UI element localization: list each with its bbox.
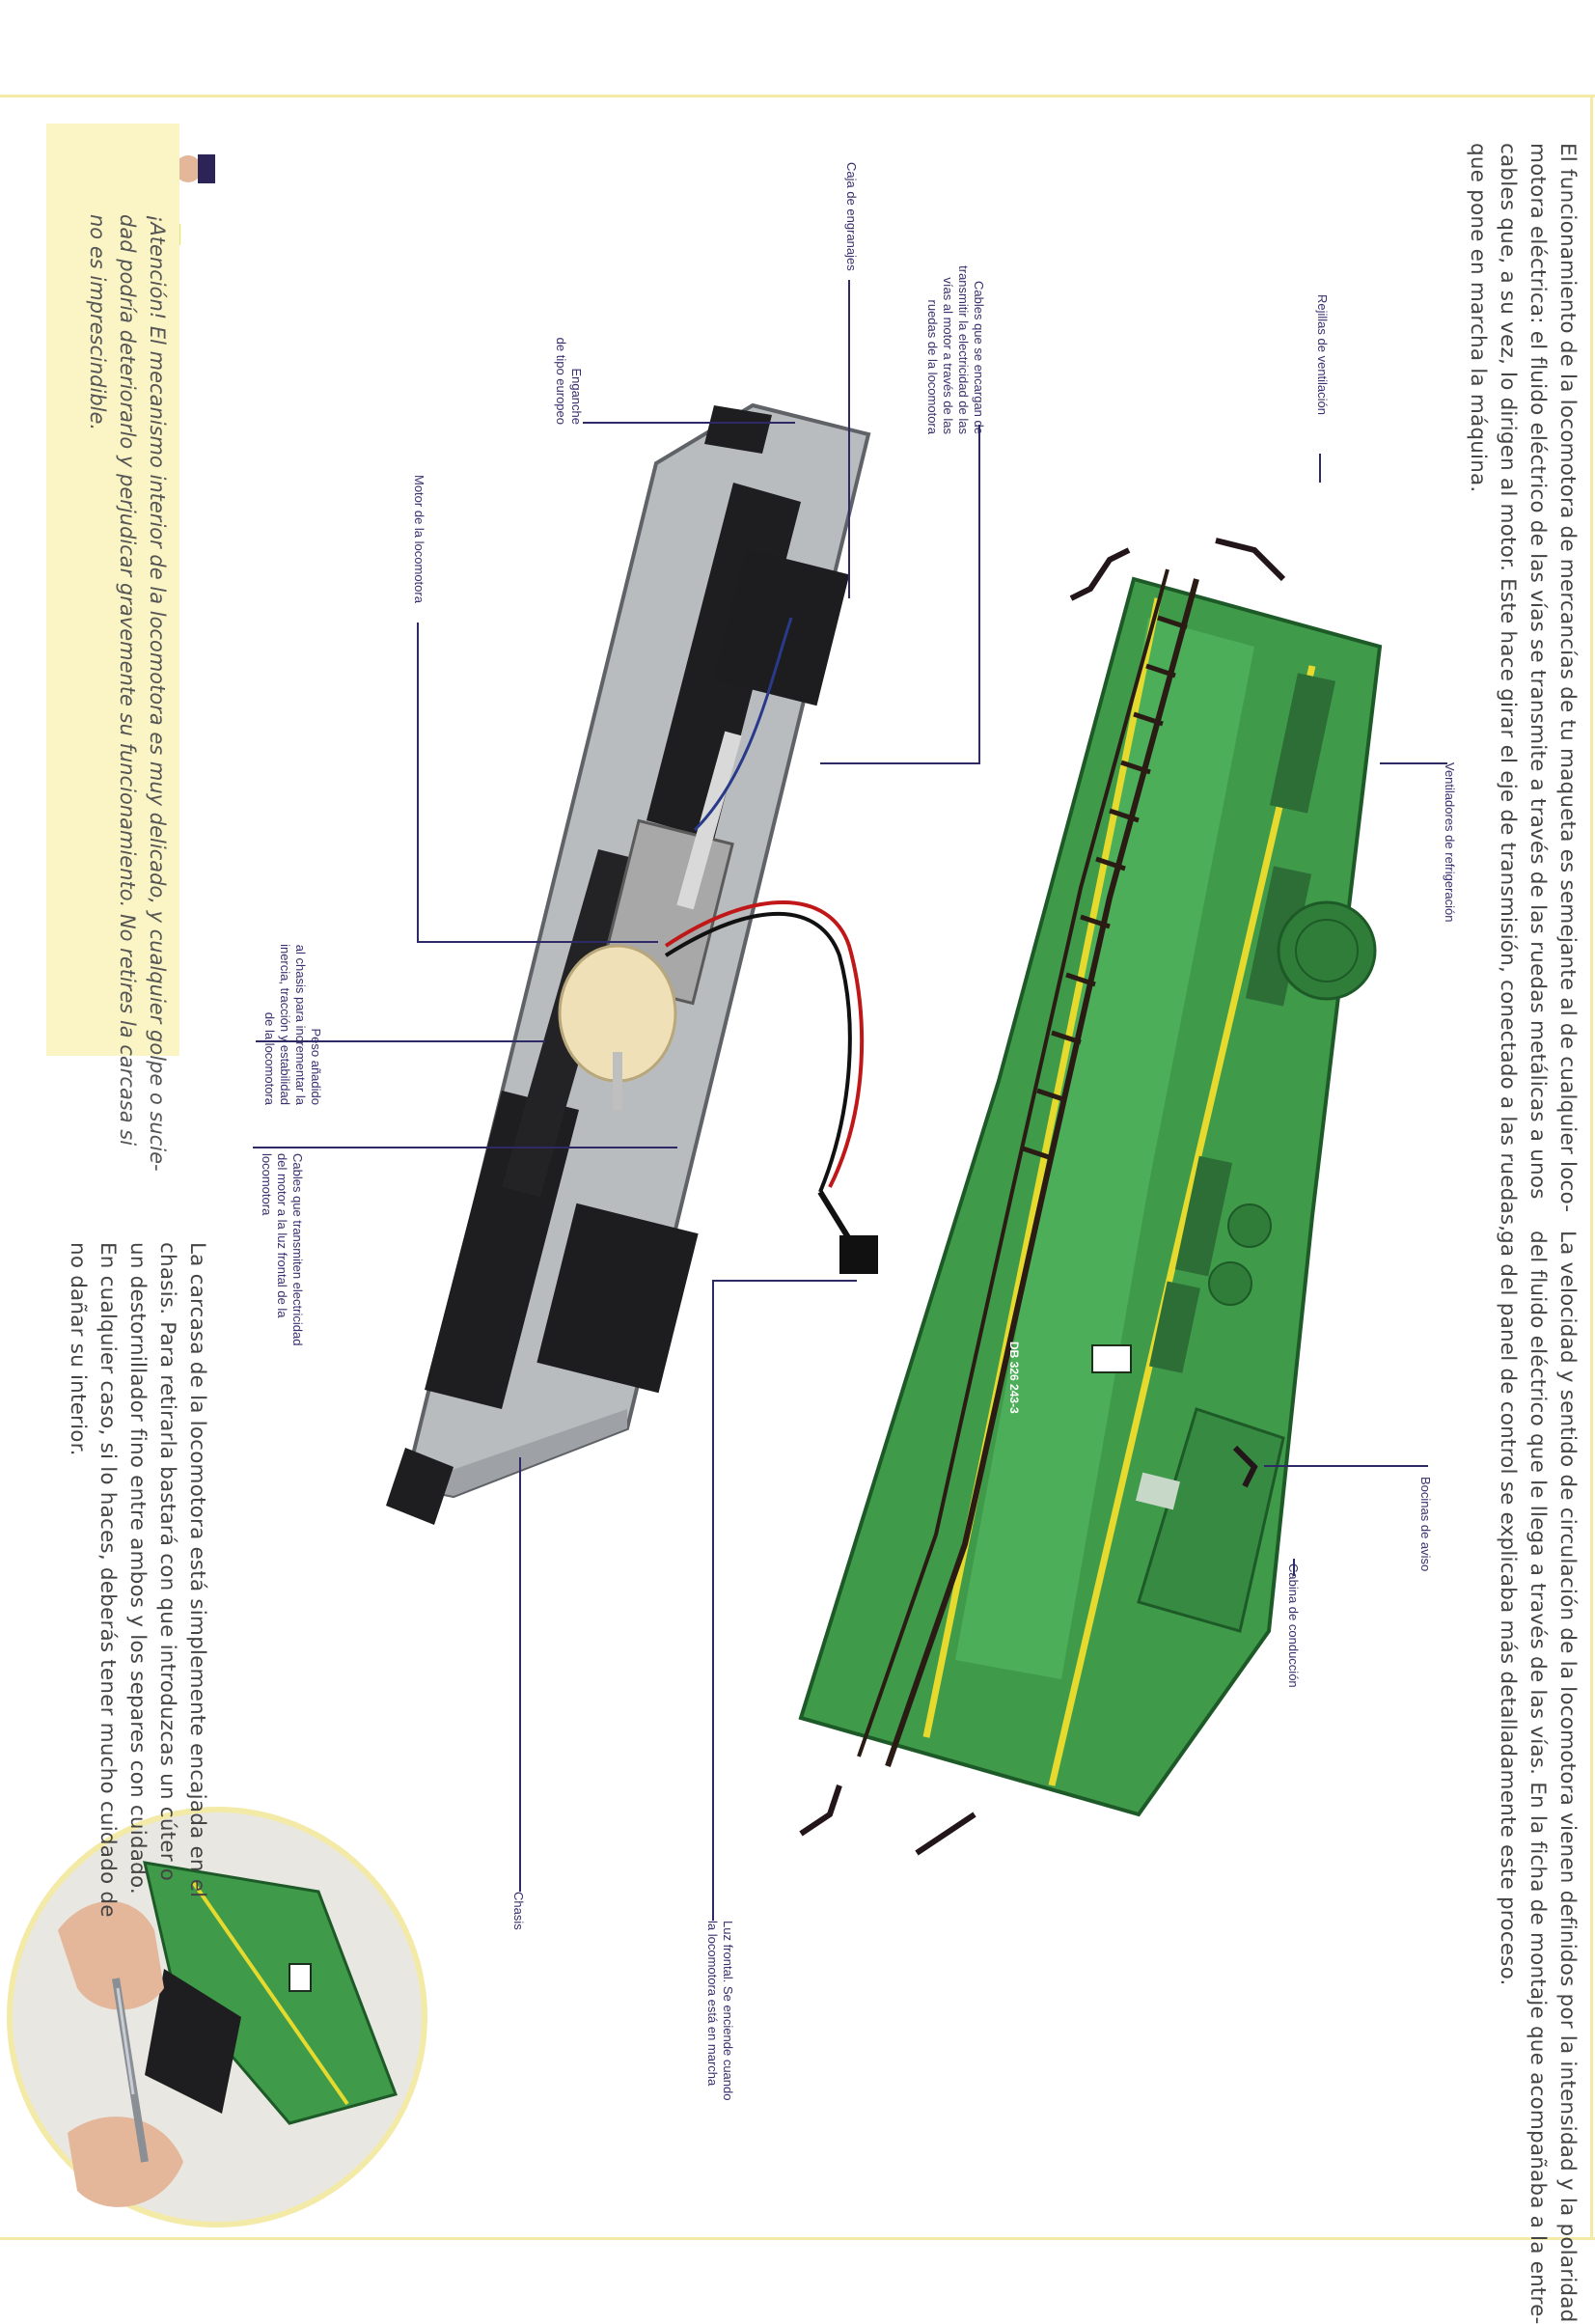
label-peso-line: de la locomotora	[262, 1011, 277, 1105]
leader-motor-h	[417, 941, 658, 943]
label-cables-vias-line: Cables que se encargan de	[972, 280, 986, 434]
leader-luz-frontal-h	[712, 1280, 857, 1282]
leader-cabina	[1293, 1559, 1295, 1576]
speed-line: del fluido eléctrico que le llega a trav…	[1526, 1231, 1550, 2324]
housing-line: En cualquier caso, si lo haces, deberás …	[96, 1242, 120, 1918]
label-bocinas-aviso: Bocinas de aviso	[1418, 1477, 1433, 1572]
label-enganche-line: de tipo europeo	[554, 337, 568, 425]
label-cables-vias-line: ruedas de la locomotora	[925, 299, 940, 434]
label-cables-luz-line: del motor a la luz frontal de la	[275, 1153, 289, 1318]
intro-line: El funcionamiento de la locomotora de me…	[1555, 143, 1580, 1213]
housing-line: chasis. Para retirarla bastará con que i…	[155, 1242, 179, 1882]
housing-paragraph: La carcasa de la locomotora está simplem…	[63, 1242, 212, 1918]
warning-note: ¡Atención! El mecanismo interior de la l…	[82, 214, 172, 1172]
leader-caja	[848, 280, 850, 598]
label-cables-luz-line: locomotora	[260, 1153, 274, 1216]
label-cables-luz-line: Cables que transmiten electricidad	[290, 1153, 305, 1346]
label-cables-vias-line: transmitir la electricidad de las	[956, 265, 971, 434]
intro-line: que pone en marcha la máquina.	[1466, 143, 1490, 493]
label-cables-vias-line: vías al motor a través de las	[941, 277, 955, 434]
label-peso-line: Peso añadido	[309, 1028, 323, 1105]
label-cables-luz: Cables que transmiten electricidad del m…	[259, 1153, 305, 1404]
locomotive-illustration	[7, 135, 1383, 2227]
removal-inset-photo	[7, 1807, 427, 2227]
warning-note-box	[46, 124, 179, 1056]
db-logo	[1091, 1344, 1132, 1373]
leader-bocinas	[1264, 1465, 1428, 1467]
housing-line: un destornillador fino entre ambos y los…	[125, 1242, 150, 1895]
intro-line: motora eléctrica: el fluido eléctrico de…	[1526, 143, 1550, 1200]
label-peso-anadido: Peso añadido al chasis para incrementar …	[261, 893, 323, 1105]
speed-paragraph: La velocidad y sentido de circulación de…	[1493, 1231, 1582, 2324]
leader-chasis	[519, 1457, 521, 1892]
speed-line: ga del panel de control se explicaba más…	[1496, 1231, 1520, 1986]
label-luz-frontal-line: Luz frontal. Se enciende cuando	[721, 1921, 735, 2101]
label-luz-frontal: Luz frontal. Se enciende cuando la locom…	[704, 1921, 735, 2100]
label-enganche-line: Enganche	[569, 368, 584, 425]
label-cabina-conduccion: Cabina de conducción	[1286, 1563, 1301, 1688]
label-luz-frontal-line: la locomotora está en marcha	[705, 1921, 720, 2087]
page-border-top	[0, 95, 1595, 97]
label-enganche: Enganche de tipo europeo	[553, 309, 584, 425]
label-motor: Motor de la locomotora	[412, 475, 426, 603]
loco-brand: DB	[1007, 1342, 1021, 1359]
label-peso-line: al chasis para incrementar la	[293, 944, 308, 1105]
leader-luz-frontal	[712, 1280, 714, 1921]
warning-line: ¡Atención! El mecanismo interior de la l…	[146, 214, 169, 1172]
label-chasis: Chasis	[511, 1892, 526, 1930]
leader-ventiladores	[1380, 762, 1447, 764]
intro-line: cables que, a su vez, lo dirigen al moto…	[1496, 143, 1520, 1232]
warning-line: dad podría deteriorarlo y perjudicar gra…	[116, 214, 139, 1147]
leader-motor	[417, 622, 419, 941]
label-rejillas-ventilacion: Rejillas de ventilación	[1315, 294, 1330, 416]
warning-line: no es imprescindible.	[86, 214, 109, 431]
leader-cables-vias	[978, 425, 980, 762]
label-cables-vias: Cables que se encargan de transmitir la …	[924, 203, 986, 434]
leader-enganche	[583, 422, 795, 424]
label-peso-line: inercia, tracción y estabilidad	[278, 944, 292, 1105]
label-caja-engranajes: Caja de engranajes	[844, 162, 859, 271]
housing-line: no dañar su interior.	[66, 1242, 90, 1456]
leader-peso	[256, 1040, 545, 1042]
intro-paragraph: El funcionamiento de la locomotora de me…	[1463, 143, 1582, 1231]
leader-rejillas	[1319, 454, 1321, 483]
housing-line: La carcasa de la locomotora está simplem…	[185, 1242, 209, 1898]
speed-line: La velocidad y sentido de circulación de…	[1555, 1231, 1580, 2323]
locomotive-body	[798, 538, 1383, 1856]
loco-number-text: 326 243-3	[1007, 1361, 1021, 1414]
leader-cables-luz	[253, 1147, 677, 1148]
label-ventiladores-refrigeracion: Ventiladores de refrigeración	[1443, 762, 1457, 923]
chassis	[386, 402, 878, 1525]
page-border-bottom	[0, 2237, 1595, 2240]
loco-number: DB 326 243-3	[1007, 1342, 1021, 1414]
page-border-right	[1590, 95, 1593, 2239]
leader-cables-vias-h	[820, 762, 980, 764]
